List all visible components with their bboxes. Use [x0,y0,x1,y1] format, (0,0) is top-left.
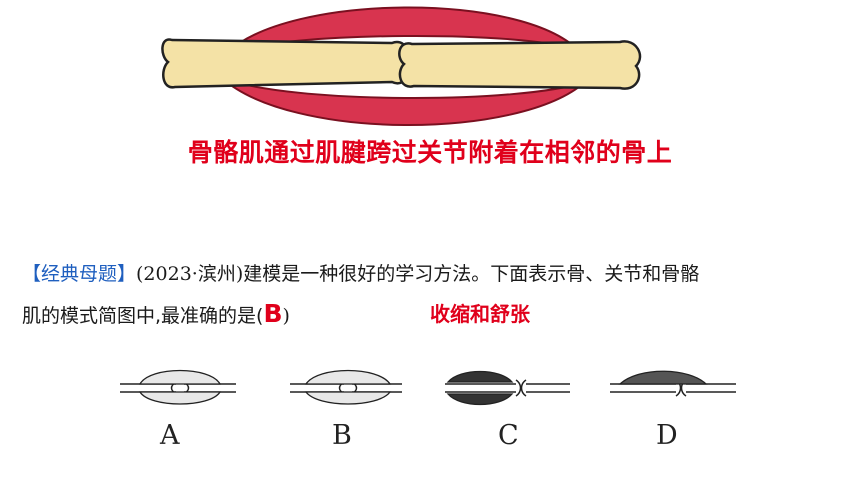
question-text-line2: 肌的模式简图中,最准确的是( [22,305,264,327]
diagram-c [445,370,570,406]
left-bone [161,38,409,89]
right-bone [398,40,642,90]
diagram-d [610,370,736,397]
diagram-b [290,369,402,405]
answer-letter: B [263,299,283,328]
option-label-d: D [656,420,678,451]
illustration-caption: 骨骼肌通过肌腱跨过关节附着在相邻的骨上 [187,138,673,167]
question-tag: 【经典母题】 [22,263,137,285]
handwritten-note: 收缩和舒张 [430,302,530,326]
question-close: ) [282,305,290,327]
option-label-c: C [498,420,519,451]
question-text-line1: 建模是一种很好的学习方法。下面表示骨、关节和骨骼 [243,263,700,285]
option-label-a: A [160,420,180,451]
option-diagrams [120,369,736,406]
option-label-b: B [332,420,352,451]
question-block: 【经典母题】(2023·滨州)建模是一种很好的学习方法。下面表示骨、关节和骨骼 … [22,254,852,336]
diagram-a [120,369,236,405]
question-source: (2023·滨州) [136,263,244,285]
bone-muscle-illustration [161,6,642,126]
